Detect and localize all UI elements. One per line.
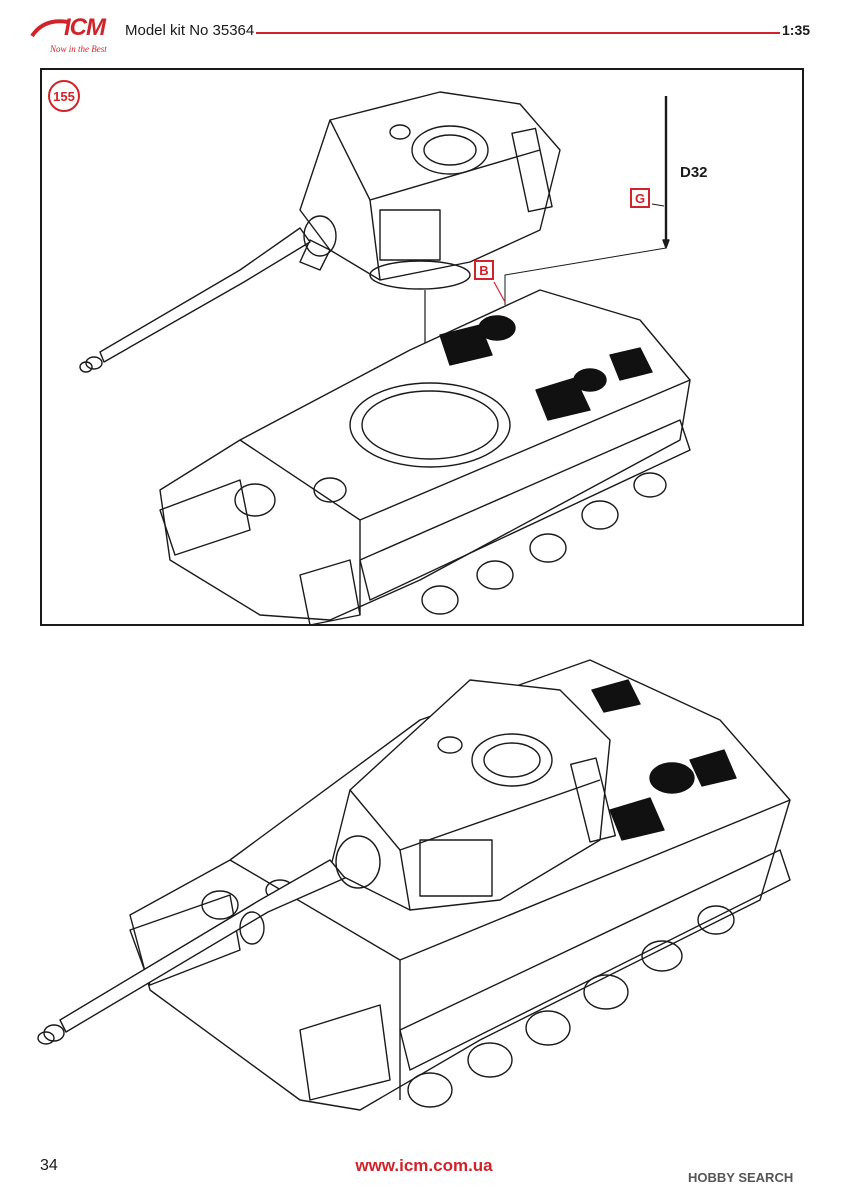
gun-barrel-lower <box>37 835 381 1045</box>
icm-logo: ICM Now in the Best <box>28 14 112 62</box>
header: ICM Now in the Best Model kit No 35364 1… <box>0 0 848 64</box>
logo-tagline: Now in the Best <box>50 44 107 54</box>
website-link[interactable]: www.icm.com.ua <box>355 1156 493 1175</box>
scale-label: 1:35 <box>782 22 811 38</box>
callout-b: B <box>474 260 494 280</box>
callout-g: G <box>630 188 650 208</box>
header-divider <box>256 32 780 34</box>
part-label-d32: D32 <box>680 164 708 181</box>
logo-swoosh-icon <box>30 19 69 38</box>
page-number: 34 <box>40 1157 58 1174</box>
kit-title: Model kit No 35364 <box>125 22 255 39</box>
antenna-part <box>651 96 670 249</box>
gun-barrel-upper <box>79 215 337 373</box>
hull-upper <box>159 289 691 626</box>
step-number-badge: 155 <box>48 80 80 112</box>
hobby-search-watermark: HOBBY SEARCH <box>688 1170 794 1185</box>
turret-upper <box>299 91 561 290</box>
step-frame <box>40 68 804 626</box>
turret-lower <box>329 679 616 911</box>
engine-vents-upper <box>439 315 653 421</box>
logo-wordmark: ICM <box>64 14 106 41</box>
engine-vents-lower <box>591 679 737 841</box>
